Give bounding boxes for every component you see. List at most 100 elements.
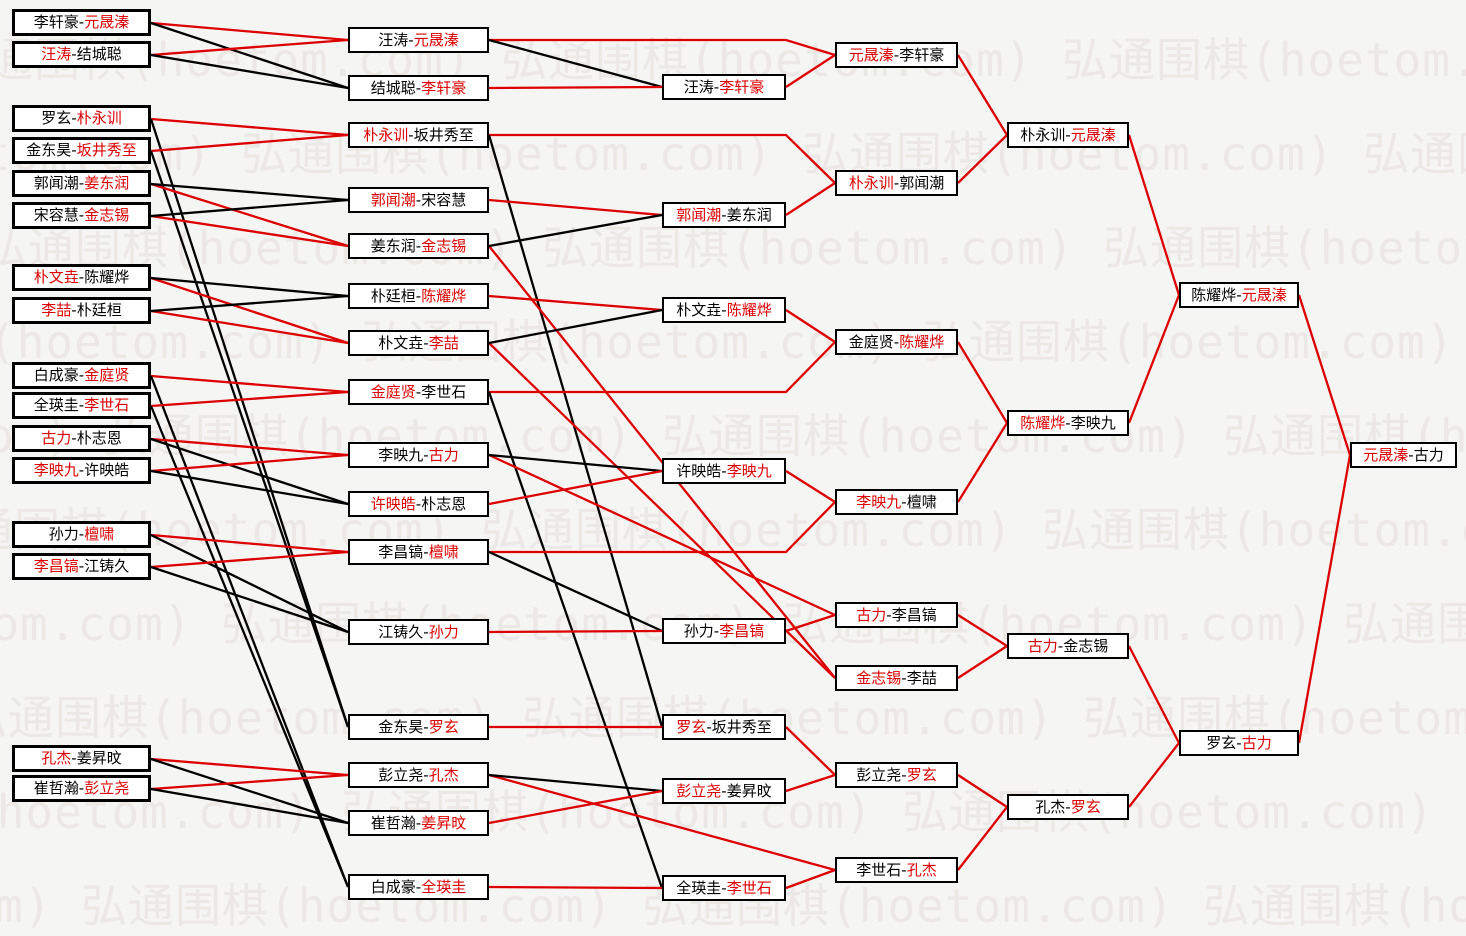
match-link [957,614,1008,647]
player-1: 崔哲瀚 [33,779,79,797]
hyphen: - [71,429,77,447]
match-link [150,276,349,345]
hyphen: - [721,878,727,897]
hyphen: - [415,813,422,832]
match-link [488,213,663,248]
player-2: 姜昇旼 [421,813,467,832]
player-1: 罗玄 [1206,733,1237,752]
player-1: 古力 [1027,636,1058,655]
player-1: 李昌镐 [378,542,424,561]
player-1: 李映九 [856,492,902,511]
match-link [488,773,663,793]
player-2: 坂井秀至 [711,717,772,736]
match-box: 李映九-檀啸 [835,489,958,515]
match-link [957,806,1008,871]
match-box: 元晟溱-李轩豪 [835,42,958,68]
player-2: 李世石 [84,396,130,414]
hyphen: - [901,765,907,784]
match-link [488,85,663,90]
player-2: 江铸久 [84,557,130,575]
player-2: 姜东润 [726,205,772,224]
hyphen: - [415,877,422,896]
player-2: 许映皓 [84,461,130,479]
hyphen: - [901,860,907,879]
match-link [785,726,836,776]
match-link [785,309,836,343]
player-1: 孙力 [48,525,79,543]
match-link [957,341,1008,424]
player-2: 孔杰 [906,860,937,879]
player-1: 郭闻潮 [370,190,416,209]
hyphen: - [71,45,77,63]
player-1: 结城聪 [370,78,416,97]
player-1: 陈耀烨 [1020,413,1066,432]
hyphen: - [415,286,422,305]
match-box: 金志锡-李喆 [835,665,958,691]
player-1: 古力 [41,429,72,447]
match-link [150,757,349,825]
match-link [957,422,1008,503]
match-link [150,38,349,57]
match-box: 金庭贤-陈耀烨 [835,329,958,355]
player-2: 檀啸 [906,492,937,511]
match-link [785,773,836,793]
player-1: 郭闻潮 [676,205,722,224]
match-link [150,117,349,137]
hyphen: - [71,749,77,767]
player-1: 李世石 [856,860,902,879]
match-box: 元晟溱-古力 [1350,442,1457,468]
player-2: 朴志恩 [421,494,467,513]
match-box: 罗玄-朴永训 [12,105,151,132]
match-box: 金庭贤-李世石 [348,379,489,405]
player-2: 檀啸 [84,525,115,543]
match-link [150,773,349,791]
match-box: 郭闻潮-姜东润 [12,170,151,197]
match-box: 李昌镐-檀啸 [348,539,489,565]
match-box: 古力-朴志恩 [12,425,151,452]
player-2: 陈耀烨 [84,268,130,286]
match-box: 全瑛圭-李世石 [662,875,786,901]
match-link [785,868,836,890]
match-box: 陈耀烨-元晟溱 [1179,282,1299,308]
match-link [150,21,349,42]
player-1: 白成豪 [370,877,416,896]
match-box: 宋容慧-金志锡 [12,202,151,229]
match-link [785,613,836,633]
match-box: 李轩豪-元晟溱 [12,9,151,36]
match-box: 罗玄-坂井秀至 [662,714,786,740]
match-link [150,565,349,634]
match-box: 许映皓-朴志恩 [348,491,489,517]
hyphen: - [408,125,414,144]
match-box: 古力-李昌镐 [835,602,958,628]
player-2: 古力 [1241,733,1272,752]
player-2: 结城聪 [76,45,122,63]
hyphen: - [415,78,422,97]
hyphen: - [423,445,429,464]
player-1: 李映九 [378,445,424,464]
match-link [1297,294,1352,456]
match-link [957,774,1008,808]
match-link [488,629,663,634]
match-link [150,453,349,473]
match-link [488,308,663,345]
player-1: 金东昊 [378,717,424,736]
match-box: 许映皓-李映九 [662,458,786,484]
hyphen: - [423,542,429,561]
player-1: 李昌镐 [33,557,79,575]
player-2: 金庭贤 [84,366,130,384]
match-link [150,21,349,90]
match-box: 崔哲瀚-姜昇旼 [348,810,489,836]
player-2: 罗玄 [428,717,459,736]
match-link [488,885,663,890]
player-2: 朴永训 [76,109,122,127]
match-link [488,773,836,872]
hyphen: - [1065,125,1071,144]
match-link [488,453,836,617]
player-1: 许映皓 [370,494,416,513]
match-box: 全瑛圭-李世石 [12,392,151,419]
hyphen: - [893,45,900,64]
player-1: 罗玄 [41,109,72,127]
hyphen: - [78,461,85,479]
match-link [488,294,663,312]
player-2: 坂井秀至 [413,125,474,144]
